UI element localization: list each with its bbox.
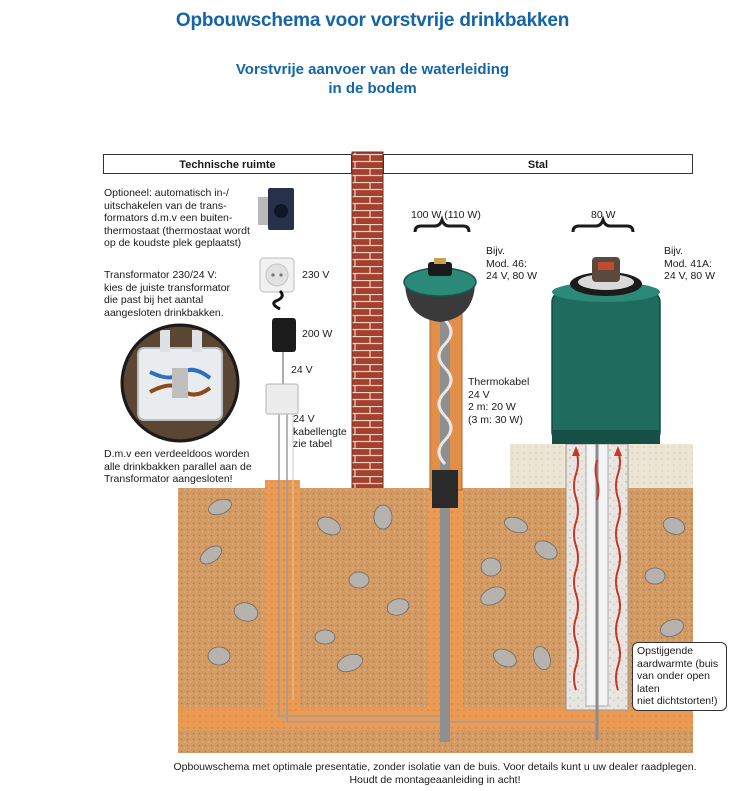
label-model-46: Bijv. Mod. 46: 24 V, 80 W [486,245,537,283]
water-pipe-left [440,312,450,742]
rising-heat-arrows [573,449,621,691]
label-230v: 230 V [302,269,330,281]
thermostat [258,188,294,230]
note-junction-line: alle drinkbakken parallel aan de [104,460,252,473]
model-46-line: 24 V, 80 W [486,270,537,282]
label-power-left: 100 W (110 W) [411,209,481,221]
brick-wall [351,151,384,491]
note-thermostat-line: op de koudste plek geplaatst) [104,237,242,249]
label-model-41a: Bijv. Mod. 41A: 24 V, 80 W [664,245,715,283]
note-thermostat: Optioneel: automatisch in-/ uitschakelen… [104,187,250,250]
trough-mod-41A [551,257,661,444]
model-41a-line: Bijv. [664,245,684,257]
callout-line: aardwarmte (buis [637,657,719,670]
label-24v: 24 V [291,364,313,376]
junction-box [265,383,299,415]
thermo-cable-line: 2 m: 20 W [468,401,516,413]
note-thermostat-line: Optioneel: automatisch in-/ [104,187,229,199]
subtitle-line-1: Vorstvrije aanvoer van de waterleiding [235,61,510,78]
thermo-cable-spiral [437,318,453,466]
trench-bottom [178,708,693,730]
callout-rising-heat: Opstijgende aardwarmte (buis van onder o… [632,642,727,711]
note-transformer-line: die past bij het aantal [104,294,204,306]
label-cable-length: 24 V kabellengte zie tabel [293,413,347,451]
brace-left [413,215,471,233]
stones [199,498,686,673]
socket [259,257,295,293]
pipe-connector [432,470,458,508]
note-junction-box: D.m.v een verdeeldoos worden alle drinkb… [104,448,252,486]
model-41a-line: Mod. 41A: [664,257,712,270]
header-technical-room: Technische ruimte [103,154,352,174]
note-transformer-line: kies de juiste transformator [104,281,231,294]
note-transformer: Transformator 230/24 V: kies de juiste t… [104,269,230,319]
footer-note: Opbouwschema met optimale presentatie, z… [170,761,700,786]
label-200w: 200 W [302,328,333,340]
note-thermostat-line: uitschakelen van de trans- [104,199,227,212]
junction-box-inset [120,323,240,443]
note-transformer-line: aangesloten drinkbakken. [104,306,224,319]
page-title: Opbouwschema voor vorstvrije drinkbakken [175,10,570,31]
trough-mod-46 [403,258,477,322]
page-subtitle: Vorstvrije aanvoer van de waterleiding i… [0,60,745,98]
note-thermostat-line: formators d.m.v een buiten- [104,212,233,224]
model-46-line: Bijv. [486,245,506,257]
thermo-cable-line: 24 V [468,388,490,401]
footer-line: Houdt de montageaanleiding in acht! [349,773,521,786]
note-junction-line: Transformator aangesloten! [104,473,233,485]
label-thermo-cable: Thermokabel 24 V 2 m: 20 W (3 m: 30 W) [468,376,529,426]
note-junction-line: D.m.v een verdeeldoos worden [104,448,250,460]
trench-left [265,480,300,710]
footer-line: Opbouwschema met optimale presentatie, z… [173,761,697,773]
note-thermostat-line: thermostaat (thermostaat wordt [104,224,250,237]
cable-length-line: kabellengte [293,425,347,438]
callout-line: Opstijgende [637,645,694,657]
cable-length-line: zie tabel [293,438,333,450]
note-transformer-line: Transformator 230/24 V: [104,269,218,281]
model-41a-line: 24 V, 80 W [664,270,715,282]
callout-line: van onder open laten [637,670,710,695]
subtitle-line-2: in de bodem [328,80,417,97]
brace-right [571,215,635,233]
model-46-line: Mod. 46: [486,257,527,270]
plug-cord [272,289,284,311]
label-power-right: 80 W [591,209,616,221]
callout-line: niet dichtstorten!) [637,695,718,707]
cable-length-line: 24 V [293,413,315,425]
thermo-cable-line: (3 m: 30 W) [468,413,523,426]
heat-arrow-heads [572,446,622,456]
thermo-cable-line: Thermokabel [468,376,530,388]
transformer [272,318,296,352]
